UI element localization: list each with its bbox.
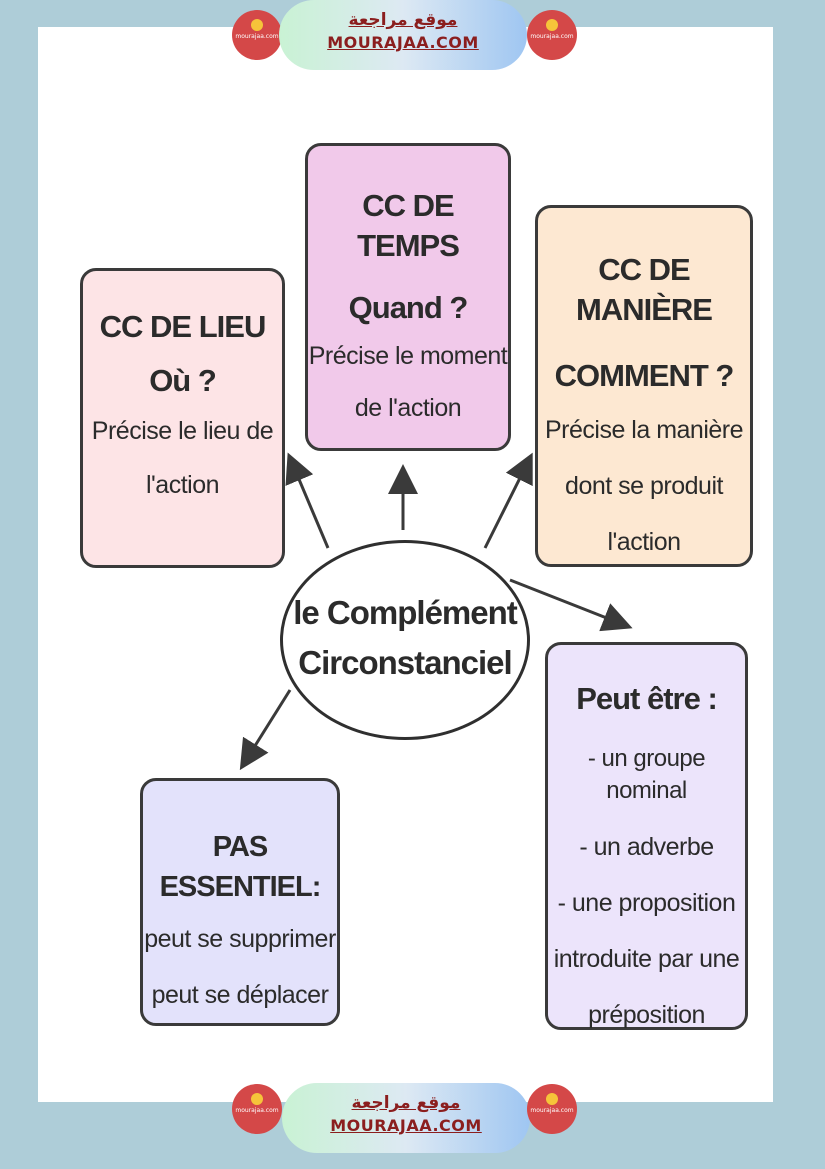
site-logo-icon: mourajaa.com [527,10,577,60]
list-item: - un groupe nominal [587,745,706,804]
arrow-to-lieu [285,452,330,549]
box-question: Où ? [149,363,217,398]
site-name-arabic: موقع مراجعة [351,1093,461,1113]
box-question: COMMENT ? [554,358,735,393]
box-pas-essentiel: PAS ESSENTIEL: peut se supprimer peut se… [140,778,340,1026]
box-cc-temps: CC DE TEMPS Quand ? Précise le moment de… [305,143,511,451]
box-description: peut se supprimer [144,925,336,953]
site-domain: MOURAJAA.COM [330,1116,482,1135]
site-domain: MOURAJAA.COM [327,33,479,52]
box-title: PAS ESSENTIEL: [159,831,322,903]
box-description: l'action [607,528,681,556]
box-question: Quand ? [348,290,469,325]
box-peut-etre: Peut être : - un groupe nominal - un adv… [545,642,748,1030]
site-banner-top[interactable]: موقع مراجعة MOURAJAA.COM [279,0,527,70]
center-line-1: le Complément [293,594,518,631]
list-item: introduite par une [553,945,740,973]
site-name-arabic: موقع مراجعة [348,10,458,30]
arrow-to-maniere [483,452,533,549]
center-line-2: Circonstanciel [298,644,512,681]
site-logo-icon: mourajaa.com [232,1084,282,1134]
site-logo-icon: mourajaa.com [527,1084,577,1134]
site-banner-bottom[interactable]: موقع مراجعة MOURAJAA.COM [282,1083,530,1153]
arrow-to-peut-etre [509,578,633,632]
box-description: de l'action [354,394,462,422]
box-cc-lieu: CC DE LIEU Où ? Précise le lieu de l'act… [80,268,285,568]
site-logo-icon: mourajaa.com [232,10,282,60]
list-item: - un adverbe [579,833,714,861]
box-description: Précise le lieu de [91,417,274,445]
box-title: CC DE MANIÈRE [576,252,713,327]
arrow-to-essentiel [239,689,292,771]
box-title: Peut être : [576,681,718,716]
box-cc-maniere: CC DE MANIÈRE COMMENT ? Précise la maniè… [535,205,753,567]
box-description: Précise le moment [308,342,508,370]
box-description: peut se déplacer [151,981,329,1009]
box-description: dont se produit [565,472,723,500]
list-item: - une proposition [557,889,736,917]
list-item: préposition [588,1001,705,1029]
box-description: Précise la manière [544,416,744,444]
box-title: CC DE TEMPS [357,188,460,263]
box-description: l'action [145,471,220,499]
box-title: CC DE LIEU [99,309,267,344]
center-concept: le Complément Circonstanciel [280,540,530,740]
